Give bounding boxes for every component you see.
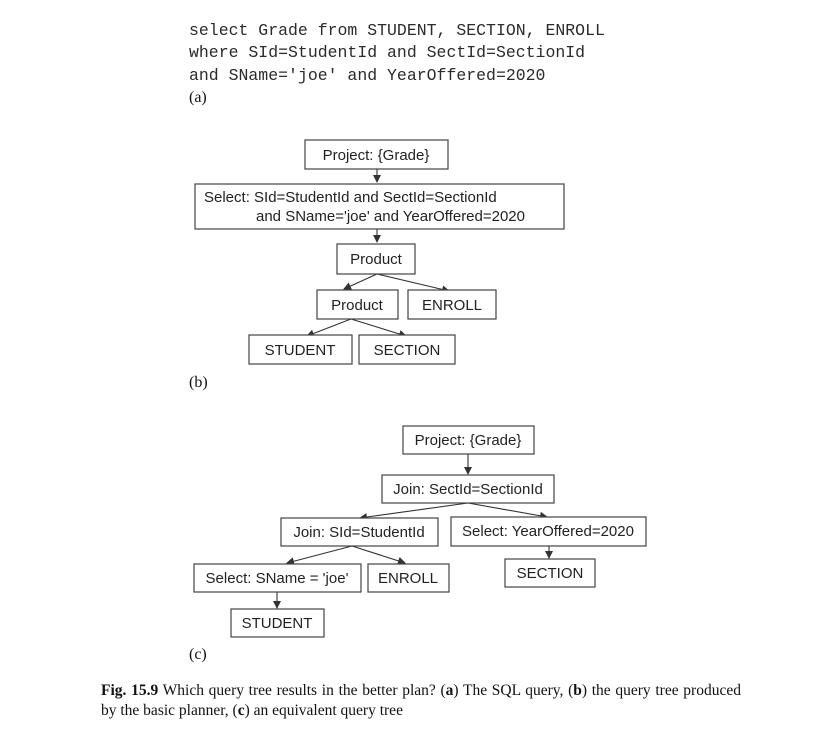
node-b-product-top-label: Product: [350, 251, 403, 268]
node-b-product-inner: Product: [316, 289, 399, 320]
tree-b: Project: {Grade} Select: SId=StudentId a…: [194, 139, 565, 365]
node-c-join-top: Join: SectId=SectionId: [381, 474, 555, 504]
edge-c-join-selectyear: [467, 502, 548, 520]
caption-fig-number: Fig. 15.9: [101, 682, 159, 699]
node-c-section: SECTION: [504, 558, 596, 588]
caption-text-3: ) the query tree produced by the basic p…: [101, 682, 741, 719]
figure-caption: Fig. 15.9 Which query tree results in th…: [101, 681, 741, 721]
label-c: (c): [189, 646, 207, 663]
edge-c-joinleft-selectname: [286, 545, 353, 566]
caption-text-2: ) The SQL query, (: [453, 682, 574, 699]
node-b-section: SECTION: [358, 334, 456, 365]
node-b-enroll-label: ENROLL: [422, 297, 482, 314]
node-b-product-inner-label: Product: [331, 297, 384, 314]
edge-b-product-section: [350, 318, 407, 338]
node-c-select-year: Select: YearOffered=2020: [450, 516, 647, 547]
node-c-enroll: ENROLL: [367, 563, 450, 593]
label-b: (b): [189, 374, 208, 391]
caption-text-4: ) an equivalent query tree: [244, 702, 403, 719]
caption-ref-a: a: [445, 682, 454, 699]
node-b-product-top: Product: [336, 243, 416, 275]
sql-line-1: select Grade from STUDENT, SECTION, ENRO…: [189, 21, 605, 40]
node-b-project: Project: {Grade}: [304, 139, 449, 170]
caption-text-1: Which query tree results in the better p…: [158, 682, 446, 699]
node-c-student: STUDENT: [230, 608, 325, 638]
node-b-select-line1: Select: SId=StudentId and SectId=Section…: [204, 189, 497, 206]
node-c-join-left: Join: SId=StudentId: [280, 517, 439, 547]
sql-line-3: and SName='joe' and YearOffered=2020: [189, 66, 546, 85]
node-c-select-year-label: Select: YearOffered=2020: [462, 523, 634, 540]
node-c-section-label: SECTION: [517, 565, 584, 582]
node-b-project-label: Project: {Grade}: [323, 147, 430, 164]
node-c-select-name-label: Select: SName = 'joe': [206, 570, 349, 587]
label-a: (a): [189, 89, 207, 106]
node-c-enroll-label: ENROLL: [378, 570, 438, 587]
node-b-select-line2: and SName='joe' and YearOffered=2020: [256, 208, 525, 225]
node-b-enroll: ENROLL: [407, 289, 497, 320]
node-c-project: Project: {Grade}: [402, 425, 535, 455]
node-b-select: Select: SId=StudentId and SectId=Section…: [194, 183, 565, 230]
edge-c-joinleft-enroll: [351, 545, 406, 565]
edge-b-product-student: [306, 318, 352, 338]
node-b-student-label: STUDENT: [265, 342, 336, 359]
node-c-project-label: Project: {Grade}: [415, 432, 522, 449]
edge-b-product-product: [343, 273, 378, 290]
tree-c: Project: {Grade} Join: SectId=SectionId …: [193, 425, 647, 638]
caption-ref-c: c: [237, 702, 245, 719]
node-b-student: STUDENT: [248, 334, 353, 365]
node-c-join-left-label: Join: SId=StudentId: [293, 524, 424, 541]
node-b-section-label: SECTION: [374, 342, 441, 359]
node-c-select-name: Select: SName = 'joe': [193, 563, 362, 593]
node-c-join-top-label: Join: SectId=SectionId: [393, 481, 543, 498]
sql-line-2: where SId=StudentId and SectId=SectionId: [189, 43, 586, 62]
edge-b-product-enroll: [376, 273, 450, 294]
node-c-student-label: STUDENT: [242, 615, 313, 632]
edge-c-join-joinleft: [359, 502, 469, 521]
caption-ref-b: b: [573, 682, 582, 699]
